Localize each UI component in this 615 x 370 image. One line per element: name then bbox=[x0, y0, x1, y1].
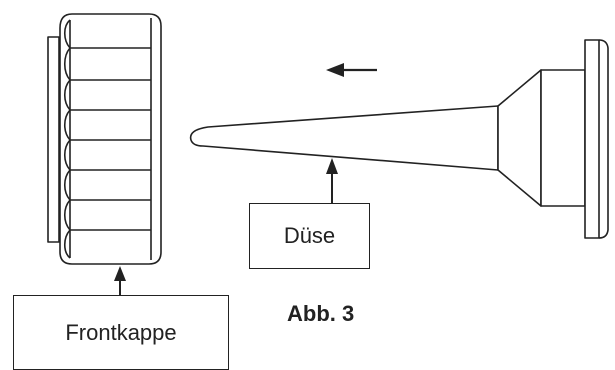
nozzle-pointer-arrow-up-icon bbox=[326, 158, 338, 203]
nozzle-cone bbox=[497, 69, 542, 207]
front-cap-body bbox=[59, 13, 162, 265]
nozzle-flange bbox=[584, 39, 600, 239]
figure-caption: Abb. 3 bbox=[287, 301, 355, 326]
arrow-left-icon bbox=[326, 63, 377, 77]
nozzle-label-box: Düse bbox=[249, 203, 370, 269]
nozzle-collar bbox=[540, 69, 586, 207]
front-cap-label: Frontkappe bbox=[65, 319, 177, 345]
front-cap-drawing bbox=[47, 13, 162, 265]
front-cap-label-box: Frontkappe bbox=[13, 295, 229, 370]
nozzle-drawing bbox=[189, 39, 609, 239]
nozzle-flange-rim bbox=[598, 39, 609, 239]
front-cap-flange bbox=[47, 36, 60, 243]
front-cap-grooves bbox=[70, 47, 151, 231]
nozzle-tip bbox=[189, 105, 499, 171]
front-cap-pointer-arrow-up-icon bbox=[114, 266, 126, 295]
nozzle-label: Düse bbox=[283, 223, 336, 248]
